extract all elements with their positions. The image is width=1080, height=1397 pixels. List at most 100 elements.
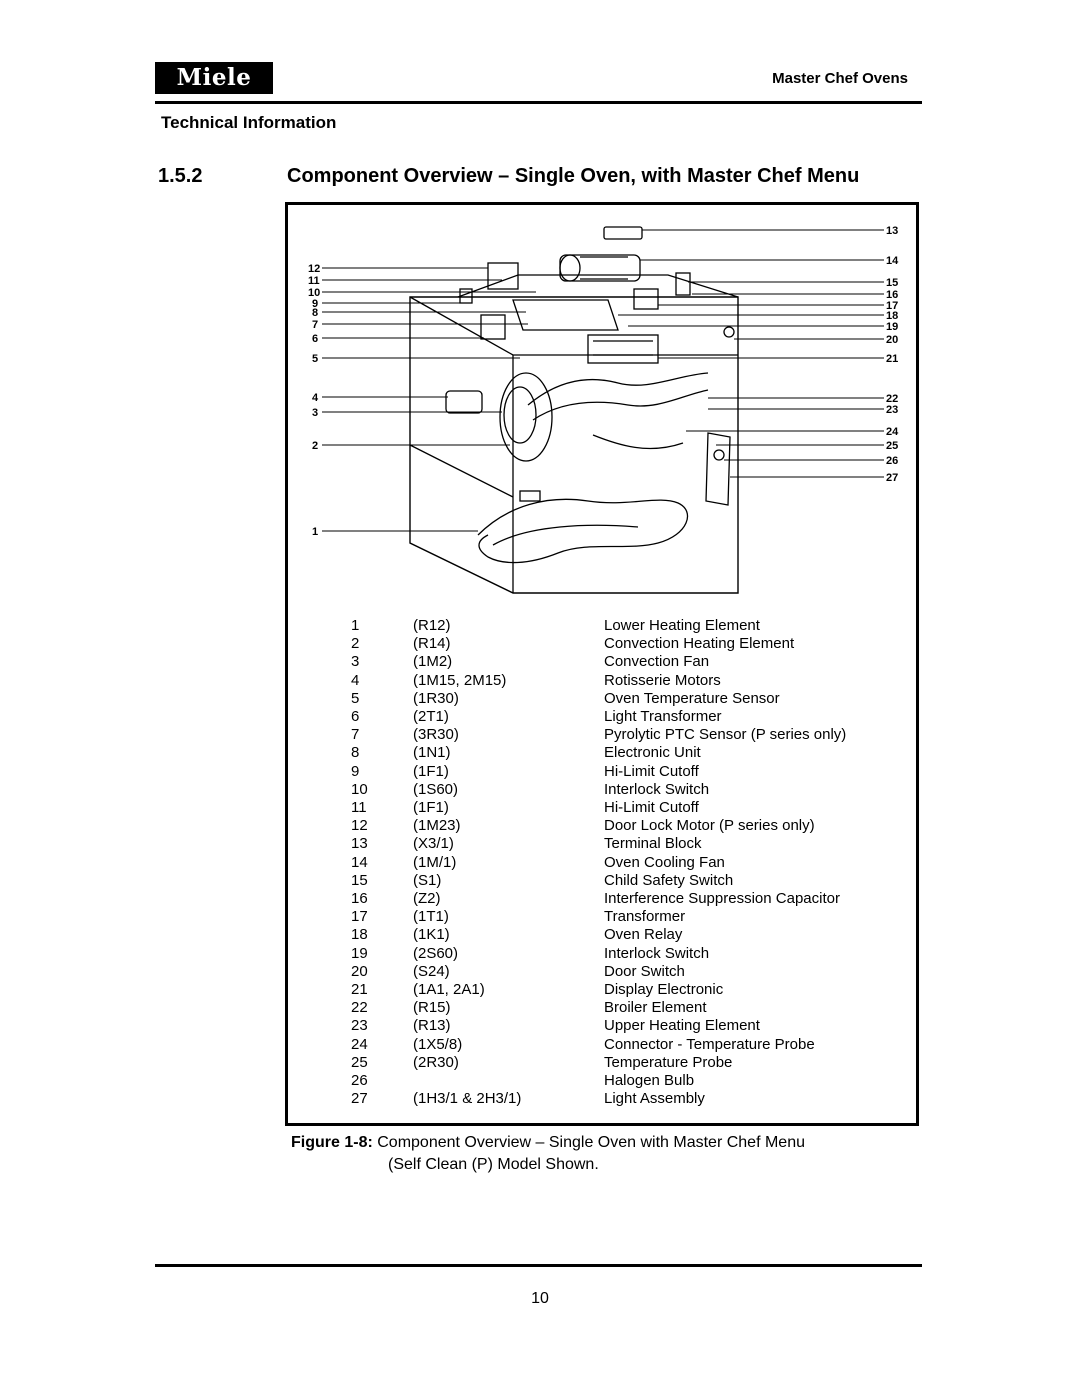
legend-desc: Broiler Element bbox=[604, 999, 707, 1017]
logo-text: Miele bbox=[176, 64, 252, 91]
callout-3: 3 bbox=[312, 407, 318, 419]
legend-code: (1M23) bbox=[413, 817, 461, 835]
figure-frame: 12 11 10 9 8 7 6 5 4 3 2 1 13 14 15 16 1… bbox=[285, 202, 919, 1126]
legend-code: (1M/1) bbox=[413, 853, 457, 871]
legend-num: 7 bbox=[351, 726, 360, 744]
legend-desc: Child Safety Switch bbox=[604, 871, 734, 889]
legend-code: (1N1) bbox=[413, 744, 451, 762]
legend-num: 13 bbox=[351, 835, 368, 853]
legend-code: (3R30) bbox=[413, 726, 459, 744]
header-rule bbox=[155, 101, 922, 104]
caption-text: Component Overview – Single Oven with Ma… bbox=[372, 1134, 805, 1151]
callout-12: 12 bbox=[308, 263, 320, 275]
legend-code: (X3/1) bbox=[413, 835, 454, 853]
legend-code: (Z2) bbox=[413, 890, 441, 907]
callout-23: 23 bbox=[886, 404, 898, 416]
legend-code: (1F1) bbox=[413, 799, 449, 816]
legend-code: (R14) bbox=[413, 635, 451, 653]
callout-22: 22 bbox=[886, 393, 898, 405]
legend-num: 25 bbox=[351, 1053, 368, 1071]
callout-2: 2 bbox=[312, 440, 318, 452]
legend-code: (1T1) bbox=[413, 908, 449, 926]
callout-19: 19 bbox=[886, 321, 898, 333]
legend-desc: Hi-Limit Cutoff bbox=[604, 799, 699, 816]
legend-desc: Light Assembly bbox=[604, 1090, 705, 1108]
callout-16: 16 bbox=[886, 289, 898, 301]
legend-desc: Temperature Probe bbox=[604, 1053, 733, 1071]
callout-5: 5 bbox=[312, 353, 318, 365]
legend-code: (1M15, 2M15) bbox=[413, 671, 507, 689]
legend-num: 19 bbox=[351, 944, 368, 962]
legend-desc: Door Switch bbox=[604, 962, 685, 980]
callout-25: 25 bbox=[886, 440, 898, 452]
legend-num: 1 bbox=[351, 617, 360, 634]
caption-label: Figure 1-8: bbox=[291, 1134, 373, 1151]
legend-code: (1M2) bbox=[413, 653, 453, 671]
caption-line-2: (Self Clean (P) Model Shown. bbox=[388, 1156, 599, 1173]
legend-code: (1R30) bbox=[413, 689, 459, 707]
callout-26: 26 bbox=[886, 455, 898, 467]
callout-24: 24 bbox=[886, 426, 899, 438]
legend-num: 6 bbox=[351, 708, 360, 725]
legend-desc: Connector - Temperature Probe bbox=[604, 1035, 815, 1053]
legend-desc: Convection Fan bbox=[604, 653, 710, 671]
legend-num: 12 bbox=[351, 817, 368, 835]
callout-6: 6 bbox=[312, 333, 318, 345]
callout-15: 15 bbox=[886, 277, 898, 289]
legend-desc: Pyrolytic PTC Sensor (P series only) bbox=[604, 726, 847, 744]
legend-code: (1K1) bbox=[413, 926, 450, 944]
heading-number: 1.5.2 bbox=[158, 165, 203, 187]
legend-desc: Oven Relay bbox=[604, 926, 683, 944]
callout-9: 9 bbox=[312, 298, 318, 310]
legend-desc: Hi-Limit Cutoff bbox=[604, 762, 699, 780]
legend-desc: Transformer bbox=[604, 908, 686, 926]
page-number: 10 bbox=[531, 1290, 549, 1307]
callout-14: 14 bbox=[886, 255, 899, 267]
legend-num: 22 bbox=[351, 999, 368, 1017]
miele-logo: Miele bbox=[155, 62, 273, 94]
legend-desc: Door Lock Motor (P series only) bbox=[604, 817, 815, 835]
legend-code: (1X5/8) bbox=[413, 1035, 463, 1053]
legend-code: (1H3/1 & 2H3/1) bbox=[413, 1090, 522, 1108]
oven-component-diagram: 12 11 10 9 8 7 6 5 4 3 2 1 13 14 15 16 1… bbox=[308, 225, 899, 594]
callout-13: 13 bbox=[886, 225, 898, 237]
legend-num: 17 bbox=[351, 908, 368, 926]
legend-desc: Interlock Switch bbox=[604, 944, 710, 962]
legend-desc: Oven Temperature Sensor bbox=[604, 689, 780, 707]
legend-num: 10 bbox=[351, 780, 368, 798]
legend-num: 21 bbox=[351, 981, 368, 998]
callout-7: 7 bbox=[312, 319, 318, 331]
legend-num: 4 bbox=[351, 671, 360, 689]
legend-code: (1F1) bbox=[413, 762, 449, 780]
legend-code: (2T1) bbox=[413, 708, 449, 725]
callout-27: 27 bbox=[886, 472, 898, 484]
legend-desc: Interference Suppression Capacitor bbox=[604, 890, 840, 907]
legend-desc: Light Transformer bbox=[604, 708, 722, 725]
legend-num: 11 bbox=[351, 799, 367, 816]
legend-desc: Electronic Unit bbox=[604, 744, 701, 762]
legend-num: 20 bbox=[351, 962, 368, 980]
legend-desc: Display Electronic bbox=[604, 981, 724, 998]
callout-4: 4 bbox=[312, 392, 319, 404]
legend-desc: Upper Heating Element bbox=[604, 1017, 760, 1035]
legend-code: (R12) bbox=[413, 617, 451, 634]
legend-num: 26 bbox=[351, 1072, 368, 1089]
legend-num: 5 bbox=[351, 689, 360, 707]
callout-11: 11 bbox=[308, 275, 320, 287]
callout-18: 18 bbox=[886, 310, 898, 322]
callout-1: 1 bbox=[312, 526, 318, 538]
legend-desc: Oven Cooling Fan bbox=[604, 853, 725, 871]
legend-num: 18 bbox=[351, 926, 368, 944]
legend-num: 16 bbox=[351, 890, 368, 907]
legend-code: (2S60) bbox=[413, 944, 459, 962]
footer-rule bbox=[155, 1264, 922, 1267]
callout-10: 10 bbox=[308, 287, 320, 299]
callout-8: 8 bbox=[312, 307, 318, 319]
legend-num: 3 bbox=[351, 653, 360, 671]
legend-desc: Lower Heating Element bbox=[604, 617, 760, 634]
legend-code: (R15) bbox=[413, 999, 451, 1017]
heading-title: Component Overview – Single Oven, with M… bbox=[287, 165, 860, 187]
legend-num: 8 bbox=[351, 744, 360, 762]
callout-17: 17 bbox=[886, 300, 898, 312]
legend-num: 15 bbox=[351, 871, 368, 889]
